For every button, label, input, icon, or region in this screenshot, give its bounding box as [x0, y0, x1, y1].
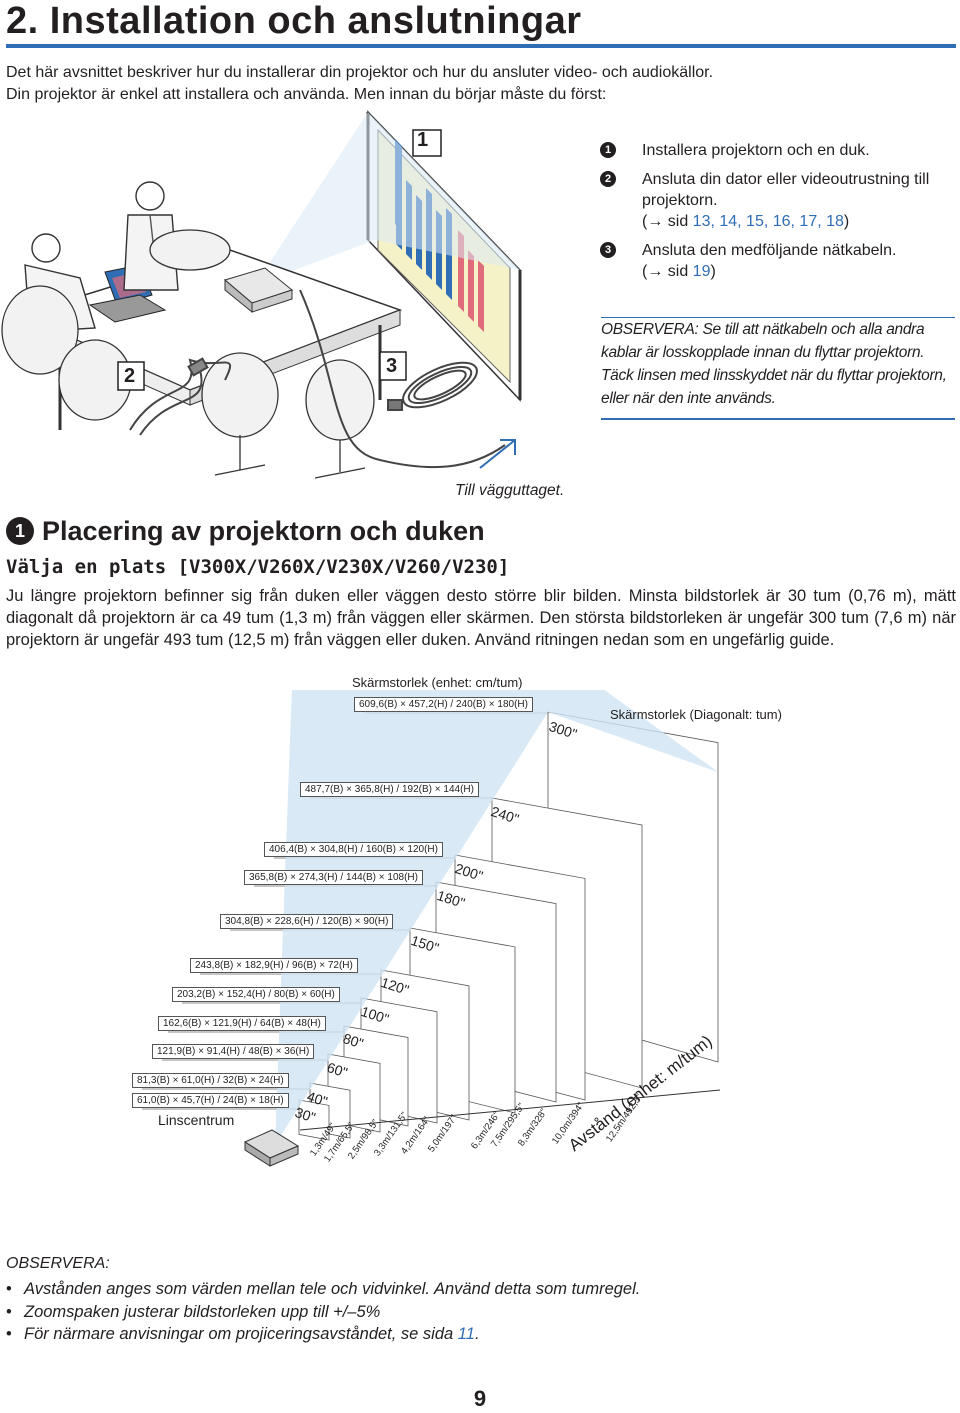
page-title: 2. Installation och anslutningar — [6, 0, 582, 43]
cable-note: OBSERVERA: Se till att nätkabeln och all… — [601, 318, 955, 420]
step-2: 2 Ansluta din dator eller videoutrustnin… — [600, 169, 960, 232]
notes-list: Avstånden anges som värden mellan tele o… — [6, 1278, 946, 1346]
section-heading-text: Placering av projektorn och duken — [42, 516, 485, 546]
screen-dimensions-box: 121,9(B) × 91,4(H) / 48(B) × 36(H) — [152, 1044, 314, 1059]
step-2-page-links[interactable]: 13, 14, 15, 16, 17, 18 — [693, 213, 844, 230]
screen-dimensions-box: 304,8(B) × 228,6(H) / 120(B) × 90(H) — [220, 914, 393, 929]
note-item-3: För närmare anvisningar om projiceringsa… — [6, 1323, 946, 1346]
screen-dimensions-box: 203,2(B) × 152,4(H) / 80(B) × 60(H) — [172, 987, 340, 1002]
note-item-1: Avstånden anges som värden mellan tele o… — [6, 1278, 946, 1301]
diagonal-size-label: Skärmstorlek (Diagonalt: tum) — [610, 707, 782, 722]
title-divider — [6, 44, 956, 48]
projector-small — [245, 1130, 298, 1166]
wall-outlet-label: Till vägguttaget. — [455, 482, 564, 500]
callout-2-label: 2 — [124, 365, 135, 388]
screen-dimensions-box: 243,8(B) × 182,9(H) / 96(B) × 72(H) — [190, 958, 358, 973]
callout-3-label: 3 — [386, 355, 397, 378]
step-3-ref: (→ sid 19) — [642, 261, 960, 282]
step-1: 1 Installera projektorn och en duk. — [600, 140, 960, 161]
step-2-text: Ansluta din dator eller videoutrustning … — [642, 169, 960, 211]
step-2-ref-prefix: (→ sid — [642, 213, 693, 230]
step-3-ref-suffix: ) — [710, 263, 715, 280]
setup-illustration — [0, 100, 600, 520]
wall-outlet-arrow — [480, 440, 515, 468]
section-number: 1 — [6, 517, 34, 545]
note-item-3-suffix: . — [475, 1325, 480, 1343]
screen-dimensions-box: 81,3(B) × 61,0(H) / 32(B) × 24(H) — [132, 1073, 289, 1088]
step-3-text: Ansluta den medföljande nätkabeln. — [642, 240, 960, 261]
step-2-ref: (→ sid 13, 14, 15, 16, 17, 18) — [642, 211, 960, 232]
screen-dimensions-box: 406,4(B) × 304,8(H) / 160(B) × 120(H) — [264, 842, 443, 857]
screen-size-unit-label: Skärmstorlek (enhet: cm/tum) — [352, 675, 523, 690]
throw-distance-diagram — [0, 690, 960, 1250]
screen-dimensions-box: 487,7(B) × 365,8(H) / 192(B) × 144(H) — [300, 782, 479, 797]
screen-dimensions-box: 609,6(B) × 457,2(H) / 240(B) × 180(H) — [354, 697, 533, 712]
page-number: 9 — [0, 1386, 960, 1412]
step-3-page-link[interactable]: 19 — [693, 263, 711, 280]
section-body: Ju längre projektorn befinner sig från d… — [6, 585, 956, 651]
lens-center-label: Linscentrum — [158, 1112, 234, 1128]
step-3-ref-prefix: (→ sid — [642, 263, 693, 280]
callout-1-label: 1 — [417, 129, 428, 152]
screen-dimensions-box: 365,8(B) × 274,3(H) / 144(B) × 108(H) — [244, 870, 423, 885]
note-item-3-page-link[interactable]: 11 — [458, 1325, 475, 1343]
section-subheading: Välja en plats [V300X/V260X/V230X/V260/V… — [6, 556, 509, 578]
intro-line-1: Det här avsnittet beskriver hur du insta… — [6, 62, 946, 84]
step-1-text: Installera projektorn och en duk. — [642, 142, 870, 159]
step-3-number: 3 — [600, 242, 616, 258]
section-heading: 1 Placering av projektorn och duken — [6, 516, 485, 547]
note-item-3-text: För närmare anvisningar om projiceringsa… — [24, 1325, 458, 1343]
step-2-number: 2 — [600, 171, 616, 187]
step-1-number: 1 — [600, 142, 616, 158]
notes-title: OBSERVERA: — [6, 1255, 110, 1273]
note-item-2: Zoomspaken justerar bildstorleken upp ti… — [6, 1301, 946, 1324]
screen-dimensions-box: 162,6(B) × 121,9(H) / 64(B) × 48(H) — [158, 1016, 326, 1031]
step-2-ref-suffix: ) — [844, 213, 849, 230]
steps-list: 1 Installera projektorn och en duk. 2 An… — [600, 140, 960, 290]
step-3: 3 Ansluta den medföljande nätkabeln. (→ … — [600, 240, 960, 282]
screen-dimensions-box: 61,0(B) × 45,7(H) / 24(B) × 18(H) — [132, 1093, 289, 1108]
